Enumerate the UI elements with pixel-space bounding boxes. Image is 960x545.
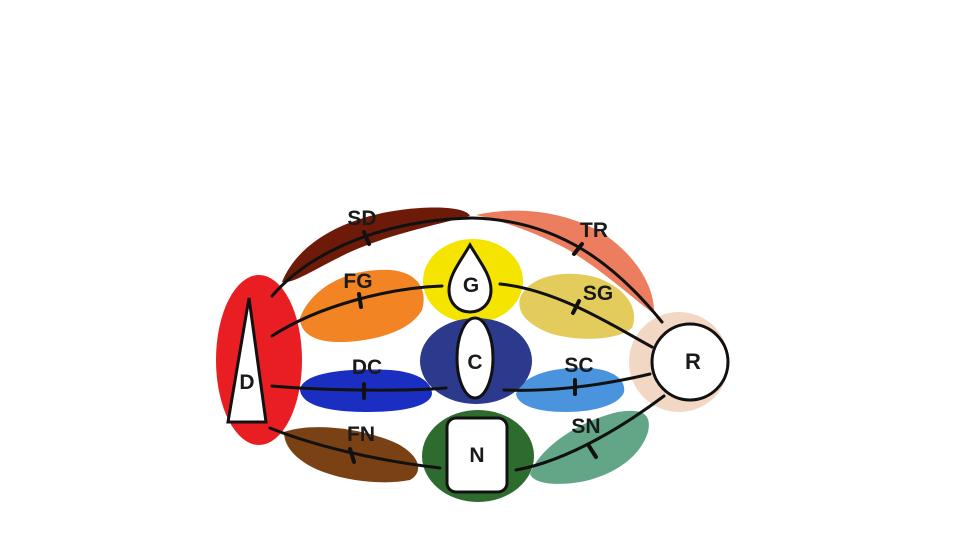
node-c-oval — [455, 316, 495, 400]
edge-blob-sc — [516, 367, 625, 412]
edge-tick-sn — [587, 444, 598, 459]
node-label-d: D — [239, 371, 254, 394]
edge-tick-fn — [348, 447, 356, 464]
edge-label-fn: FN — [347, 423, 375, 446]
node-r-circle — [650, 322, 730, 402]
node-label-g: G — [463, 274, 479, 297]
edge-label-tr: TR — [580, 219, 608, 242]
connector-d-to-c — [270, 384, 448, 392]
node-label-n: N — [469, 444, 484, 467]
edge-label-sn: SN — [571, 415, 600, 438]
connector-c-to-r — [502, 372, 652, 392]
connector-g-to-r — [498, 282, 654, 349]
edge-blob-sd — [282, 207, 470, 283]
connector-d-to-sd — [270, 216, 474, 298]
node-d-triangle — [226, 297, 268, 424]
edge-tick-tr — [572, 242, 584, 256]
edge-label-sd: SD — [347, 207, 376, 230]
edge-blob-tr — [476, 210, 655, 314]
connector-d-to-n — [268, 426, 442, 470]
connector-n-to-r — [514, 394, 666, 472]
connector-sd-to-r — [470, 216, 664, 324]
edge-tick-sd — [362, 230, 371, 246]
node-label-c: C — [467, 351, 482, 374]
edge-label-dc: DC — [352, 356, 382, 379]
edge-label-sc: SC — [564, 354, 593, 377]
node-g-drop — [447, 242, 493, 314]
node-n-box — [445, 416, 509, 494]
connector-d-to-g — [270, 284, 444, 338]
edge-label-sg: SG — [583, 282, 613, 305]
edge-label-fg: FG — [343, 270, 372, 293]
edge-tick-sg — [571, 299, 581, 315]
node-label-r: R — [685, 349, 701, 374]
edge-tick-fg — [357, 292, 363, 309]
